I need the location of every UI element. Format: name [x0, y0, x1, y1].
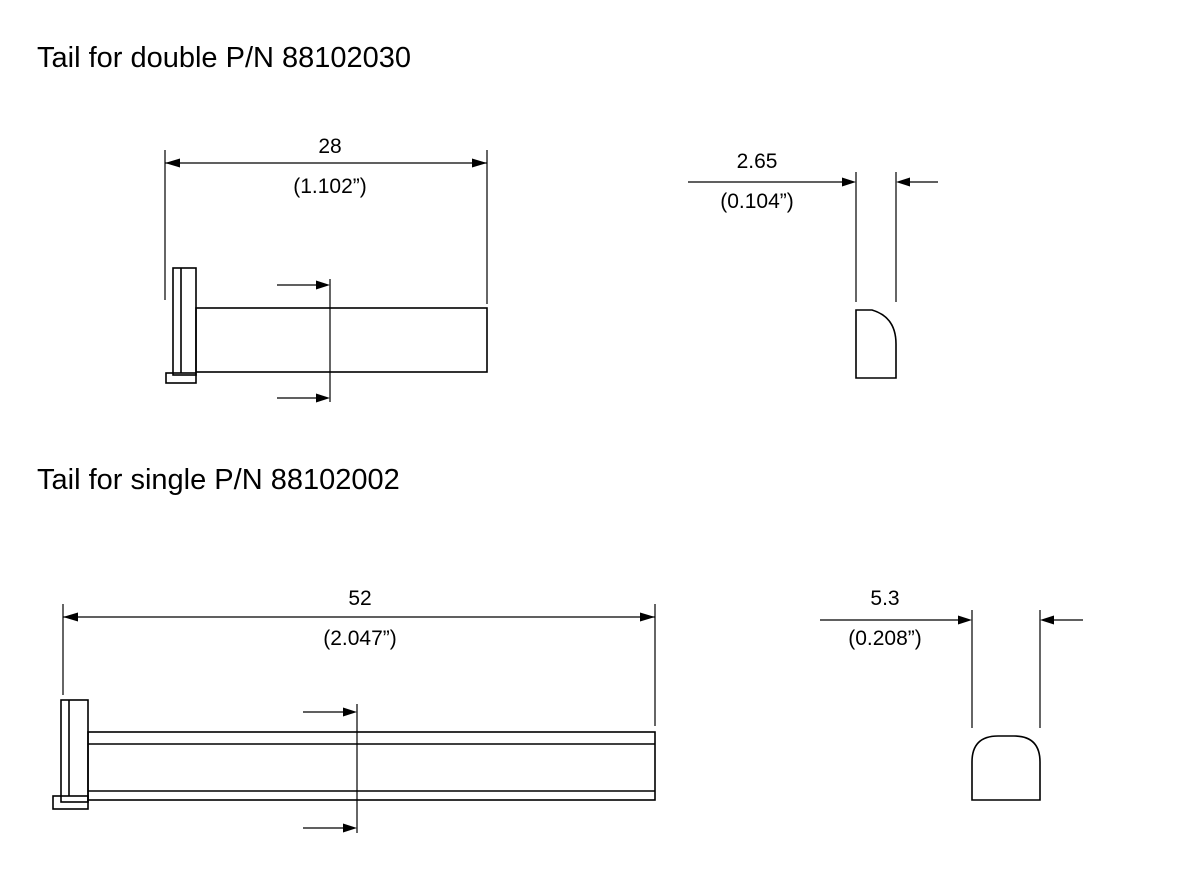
single-thickness-mm-label: 5.3 [870, 587, 899, 610]
double-part-outline [165, 267, 488, 384]
tail-body [87, 731, 656, 801]
arrowhead-left [958, 615, 972, 625]
arrowhead-right [896, 177, 910, 187]
arrowhead-left [63, 612, 78, 622]
arrowhead-right [1040, 615, 1054, 625]
single-side-view: 52 (2.047”) [52, 587, 656, 833]
arrowhead-left [842, 177, 856, 187]
double-length-mm-label: 28 [318, 135, 341, 158]
double-side-view: 28 (1.102”) [164, 135, 488, 403]
title-double-tail: Tail for double P/N 88102030 [37, 42, 411, 74]
single-cross-section-profile [971, 735, 1041, 801]
section-arrow-top [316, 280, 330, 290]
tail-hook-tab [60, 699, 89, 803]
tail-hook-tab [172, 267, 197, 376]
arrowhead-right [472, 158, 487, 168]
single-length-mm-label: 52 [348, 587, 371, 610]
single-section-view: 5.3 (0.208”) [820, 587, 1083, 801]
single-length-in-label: (2.047”) [323, 627, 397, 650]
double-cross-section-profile [855, 309, 897, 379]
double-length-in-label: (1.102”) [293, 175, 367, 198]
arrowhead-left [165, 158, 180, 168]
section-arrow-bottom [343, 823, 357, 833]
double-section-view: 2.65 (0.104”) [688, 150, 938, 379]
double-thickness-in-label: (0.104”) [720, 190, 794, 213]
arrowhead-right [640, 612, 655, 622]
double-thickness-mm-label: 2.65 [737, 150, 778, 173]
tail-hook-foot [52, 795, 89, 810]
section-arrow-bottom [316, 393, 330, 403]
single-part-outline [52, 699, 656, 810]
title-single-tail: Tail for single P/N 88102002 [37, 464, 400, 496]
tail-body [195, 307, 488, 373]
section-arrow-top [343, 707, 357, 717]
single-thickness-in-label: (0.208”) [848, 627, 922, 650]
